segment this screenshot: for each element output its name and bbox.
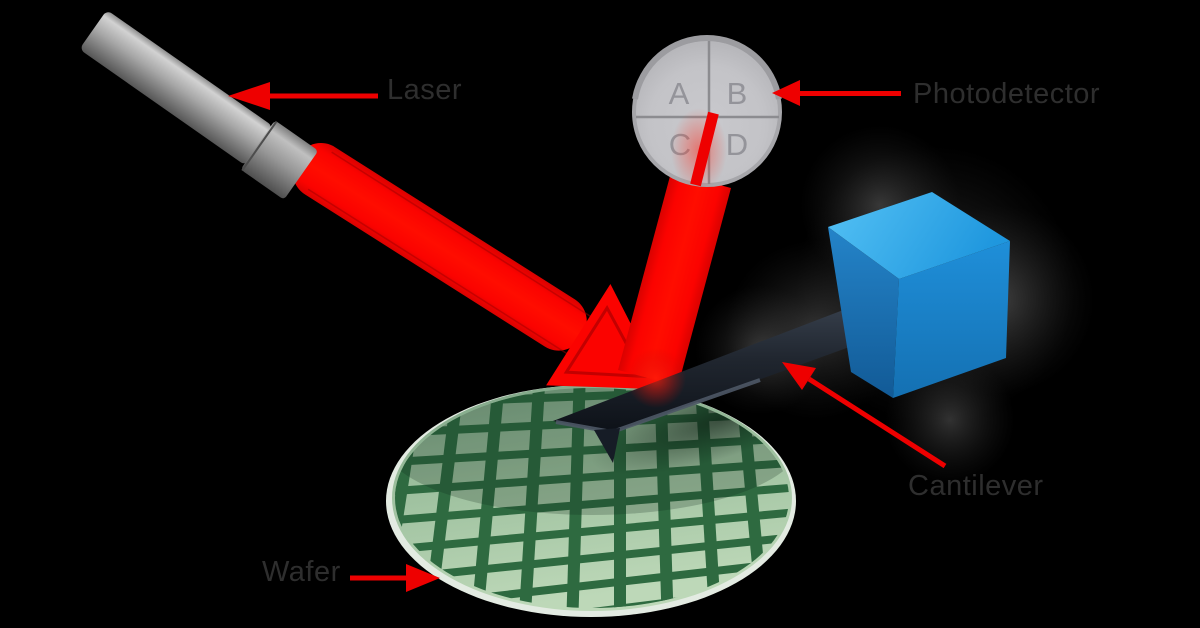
quadrant-label-a: A <box>669 76 690 111</box>
cube-left-face <box>828 227 899 398</box>
photodetector-label: Photodetector <box>913 78 1101 110</box>
laser-beam-reflected <box>618 171 732 387</box>
wafer-arrow <box>350 564 440 592</box>
photodetector-arrow-head <box>772 80 800 106</box>
photodetector-rim <box>632 35 782 100</box>
laser-pointer <box>81 12 317 199</box>
cube-top-face <box>828 192 1010 279</box>
laser-label: Laser <box>387 74 463 106</box>
quadrant-label-b: B <box>727 76 748 111</box>
annotation-arrows <box>228 80 947 592</box>
probe-tip <box>594 428 620 463</box>
laser-arrow <box>228 82 378 110</box>
cantilever-arrow-head <box>782 362 816 390</box>
quadrant-label-d: D <box>726 127 748 162</box>
wafer-arrow-head <box>406 564 440 592</box>
cantilever-arrow <box>782 362 947 469</box>
laser-contact-glow <box>626 348 686 408</box>
laser-collar <box>242 121 317 199</box>
photodetector: A B C D <box>632 35 782 192</box>
laser-arrow-head <box>228 82 270 110</box>
cube-right-face <box>893 241 1010 398</box>
photodetector-arrow <box>772 80 901 106</box>
laser-spot-streak <box>690 111 719 187</box>
cantilever-mount-cube <box>828 192 1010 398</box>
cantilever-label: Cantilever <box>908 470 1044 502</box>
wafer-label: Wafer <box>262 556 341 588</box>
laser-barrel <box>81 12 271 164</box>
cantilever-arm <box>553 299 877 463</box>
